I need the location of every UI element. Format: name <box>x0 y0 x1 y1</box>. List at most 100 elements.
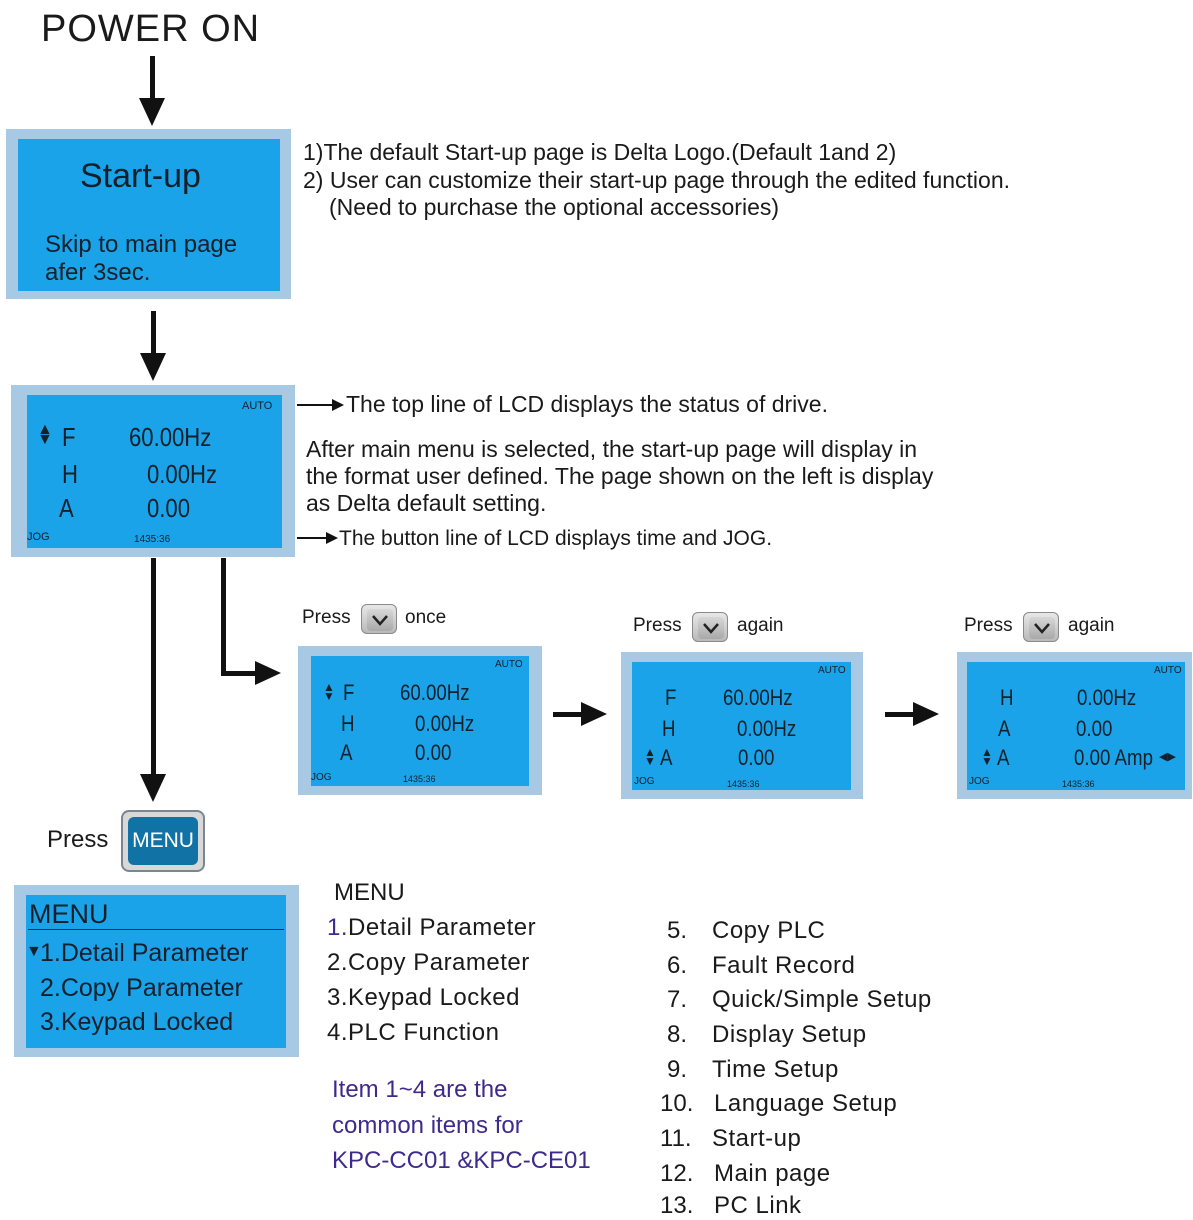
menu-cursor-icon: ▼ <box>26 943 42 960</box>
menu-list-label: Time Setup <box>712 1056 839 1083</box>
menu-list-number: 8. <box>667 1021 688 1048</box>
startup-line-1: Skip to main page <box>45 231 238 258</box>
menu-list-item: 1.Detail Parameter <box>327 914 537 941</box>
flow-arrow-shaft <box>553 712 583 717</box>
menu-key-label: MENU <box>128 817 198 865</box>
menu-list-item: 4.PLC Function <box>327 1019 500 1046</box>
menu-list-label: Quick/Simple Setup <box>712 986 932 1013</box>
lcd-row-value: 60.00Hz <box>129 422 212 452</box>
time-label: 1435:36 <box>403 774 436 784</box>
lcd-row-value: 60.00Hz <box>723 685 793 710</box>
note-para-3: as Delta default setting. <box>306 490 547 516</box>
lcd-row-label: F <box>343 680 355 705</box>
flow-arrow-shaft <box>151 558 156 775</box>
lcd-row-value: 0.00Hz <box>1077 685 1137 710</box>
left-right-arrows-icon: ◀▶ <box>1159 751 1176 763</box>
menu-list-label: Language Setup <box>714 1090 898 1117</box>
lcd-row-value: 0.00Hz <box>147 459 218 489</box>
menu-list-number: 7. <box>667 986 688 1013</box>
small-lcd-1: AUTO ▲▼ F 60.00Hz H 0.00Hz A 0.00 JOG 14… <box>298 646 542 795</box>
menu-list-number: 6. <box>667 952 688 979</box>
flow-arrow-shaft <box>151 311 156 355</box>
note-top-line: The top line of LCD displays the status … <box>346 391 828 417</box>
startup-lcd-screen: Start-up Skip to main page afer 3sec. <box>18 139 280 291</box>
chevron-down-icon <box>372 615 388 626</box>
cursor-updown-icon: ▲▼ <box>323 680 335 703</box>
lcd-row-label: A <box>998 716 1011 741</box>
menu-key-button[interactable]: MENU <box>121 810 205 872</box>
pointer-arrowhead <box>332 399 344 411</box>
note-para-2: the format user defined. The page shown … <box>306 463 934 489</box>
status-auto: AUTO <box>495 659 523 670</box>
lcd-row-label: A <box>660 745 673 770</box>
note-bottom-line: The button line of LCD displays time and… <box>339 527 773 550</box>
status-auto: AUTO <box>1154 665 1182 676</box>
menu-list-label: Start-up <box>712 1125 802 1152</box>
menu-list-label: PC Link <box>714 1192 802 1219</box>
flow-arrow-head <box>913 702 939 726</box>
flow-arrow-shaft <box>221 671 257 676</box>
note-para-1: After main menu is selected, the start-u… <box>306 436 918 462</box>
menu-lcd-item: 1.Detail Parameter <box>40 939 249 967</box>
flow-arrow-head <box>140 774 166 802</box>
menu-list-item: 2.Copy Parameter <box>327 949 530 976</box>
menu-list-number: 13. <box>660 1192 694 1219</box>
page-title: POWER ON <box>41 8 261 50</box>
startup-note-3: (Need to purchase the optional accessori… <box>329 194 780 220</box>
common-items-note: common items for <box>332 1112 523 1139</box>
menu-list-label: Fault Record <box>712 952 856 979</box>
menu-list-number: 11. <box>660 1125 692 1152</box>
press-label: Press <box>302 607 351 628</box>
down-key-button[interactable] <box>361 604 397 634</box>
time-label: 1435:36 <box>727 779 760 789</box>
down-key-button[interactable] <box>1023 612 1059 642</box>
startup-note-1: 1)The default Start-up page is Delta Log… <box>303 139 897 165</box>
menu-lcd-item: 3.Keypad Locked <box>40 1008 234 1036</box>
menu-list-number: 5. <box>667 917 688 944</box>
cursor-updown-icon: ▲▼ <box>37 421 53 448</box>
common-items-note: KPC-CC01 &KPC-CE01 <box>332 1147 591 1174</box>
jog-label: JOG <box>311 772 332 783</box>
press-suffix: again <box>1068 615 1115 636</box>
lcd-row-value: 60.00Hz <box>400 680 470 705</box>
startup-lcd: Start-up Skip to main page afer 3sec. <box>6 129 291 299</box>
cursor-updown-icon: ▲▼ <box>981 745 993 768</box>
time-label: 1435:36 <box>1062 779 1095 789</box>
lcd-row-label: H <box>662 716 676 741</box>
menu-lcd: MENU ▼ 1.Detail Parameter 2.Copy Paramet… <box>14 885 299 1057</box>
press-suffix: once <box>405 607 447 628</box>
menu-lcd-item: 2.Copy Parameter <box>40 974 243 1002</box>
menu-list-title: MENU <box>334 879 405 906</box>
flow-arrow-head <box>255 661 281 685</box>
small-lcd-screen: AUTO ▲▼ F 60.00Hz H 0.00Hz A 0.00 JOG 14… <box>311 656 529 786</box>
startup-heading: Start-up <box>80 157 201 195</box>
status-auto: AUTO <box>818 665 846 676</box>
chevron-down-icon <box>703 623 719 634</box>
status-auto: AUTO <box>242 400 273 412</box>
jog-label: JOG <box>969 776 990 787</box>
pointer-arrowhead <box>326 532 338 544</box>
lcd-row-value: 0.00 <box>1076 716 1113 741</box>
lcd-row-value: 0.00 <box>147 493 191 523</box>
press-suffix: again <box>737 615 784 636</box>
cursor-updown-icon: ▲▼ <box>644 745 656 768</box>
small-lcd-screen: AUTO H 0.00Hz A 0.00 ▲▼ A 0.00 Amp ◀▶ JO… <box>967 662 1185 790</box>
menu-list-label: Copy PLC <box>712 917 826 944</box>
small-lcd-3: AUTO H 0.00Hz A 0.00 ▲▼ A 0.00 Amp ◀▶ JO… <box>957 652 1192 799</box>
down-key-button[interactable] <box>692 612 728 642</box>
lcd-row-label: H <box>1000 685 1014 710</box>
startup-line-2: afer 3sec. <box>45 259 151 286</box>
menu-list-number: 9. <box>667 1056 688 1083</box>
main-lcd-screen: AUTO ▲▼ F 60.00Hz H 0.00Hz A 0.00 JOG 14… <box>27 395 282 548</box>
menu-list-item: 3.Keypad Locked <box>327 984 520 1011</box>
lcd-row-label: H <box>62 459 78 489</box>
flow-arrow-head <box>140 353 166 381</box>
lcd-row-value: 0.00 Amp <box>1074 745 1154 770</box>
lcd-row-label: F <box>665 685 677 710</box>
menu-lcd-screen: MENU ▼ 1.Detail Parameter 2.Copy Paramet… <box>26 895 286 1048</box>
menu-list-label: Main page <box>714 1160 831 1187</box>
press-label: Press <box>633 615 682 636</box>
lcd-row-label: A <box>997 745 1010 770</box>
lcd-row-label: A <box>340 740 353 765</box>
common-items-note: Item 1~4 are the <box>332 1076 508 1103</box>
